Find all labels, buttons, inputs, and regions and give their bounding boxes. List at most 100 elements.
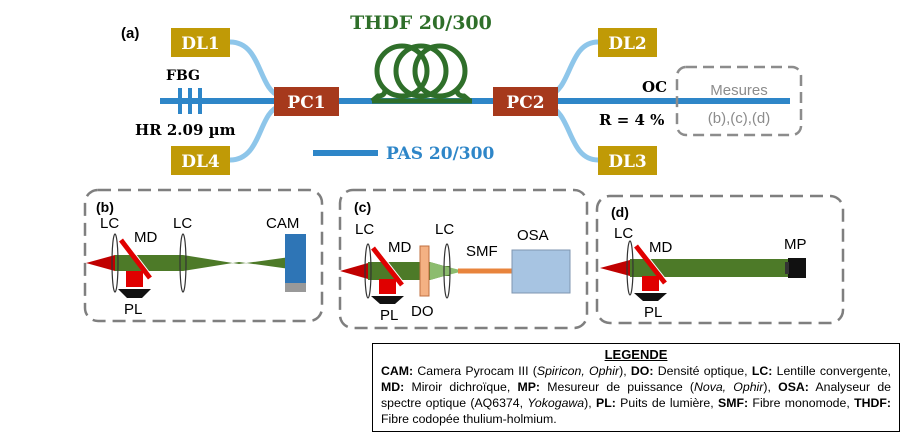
legend-term-cam: CAM: bbox=[381, 364, 414, 378]
diode-dl3-label: DL3 bbox=[608, 152, 647, 172]
legend-term-lc: LC: bbox=[751, 364, 773, 378]
measures-sub: (b),(c),(d) bbox=[708, 110, 771, 127]
legend-desc-lc: Lentille convergente, bbox=[772, 364, 891, 378]
legend-desc-mp: Mesureur de puissance ( bbox=[540, 380, 694, 394]
panel-c-lc1-label: LC bbox=[355, 221, 374, 238]
panel-b-camera bbox=[285, 234, 306, 283]
panel-c-lens-1 bbox=[364, 243, 372, 299]
oc-label: OC bbox=[642, 78, 667, 96]
panel-a: DL1 DL4 DL2 DL3 PC1 PC2 (a) THDF 20/300 … bbox=[121, 12, 803, 175]
panel-c-lens-2 bbox=[443, 243, 451, 299]
legend-sep-3: ), bbox=[584, 396, 597, 410]
panel-d-beam-main bbox=[630, 259, 788, 277]
panel-d-power-meter-front bbox=[785, 262, 789, 274]
panel-b-beam bbox=[86, 255, 115, 271]
panel-c-osa-label: OSA bbox=[517, 227, 549, 244]
panel-b-beam-main bbox=[115, 255, 290, 271]
panel-c-beam bbox=[340, 263, 368, 279]
panel-b-lens-1 bbox=[111, 233, 119, 293]
panel-b-camera-base bbox=[285, 283, 306, 292]
legend-term-pl: PL: bbox=[596, 396, 616, 410]
panel-c-label: (c) bbox=[354, 199, 371, 215]
panel-b-lc1-label: LC bbox=[100, 215, 119, 232]
legend-brand-mp: Nova, Ophir bbox=[693, 380, 764, 394]
legend-desc-md: Miroir dichroïque, bbox=[404, 380, 518, 394]
panel-d-power-meter bbox=[788, 258, 806, 278]
combiner-pc2 bbox=[493, 87, 558, 116]
diode-dl1-label: DL1 bbox=[181, 34, 220, 54]
legend-title: LEGENDE bbox=[604, 347, 668, 362]
panel-c-reflected bbox=[379, 279, 396, 294]
panel-c: (c) LC MD LC SMF OSA PL DO bbox=[338, 188, 589, 330]
panel-c-pl-label: PL bbox=[380, 307, 398, 324]
legend-box: LEGENDE CAM: Camera Pyrocam III (Spirico… bbox=[372, 343, 900, 432]
panel-b-dichroic bbox=[119, 238, 152, 280]
legend-term-mp: MP: bbox=[517, 380, 541, 394]
legend-desc-osa: Analyseur de spectre optique (AQ6374, bbox=[381, 380, 891, 410]
legend-term-smf: SMF: bbox=[718, 396, 749, 410]
diode-dl1 bbox=[171, 28, 230, 57]
combiner-pc1-label: PC1 bbox=[287, 93, 325, 113]
legend-term-md: MD: bbox=[381, 380, 405, 394]
panel-b-cam-label: CAM bbox=[266, 215, 299, 232]
legend-sep-1: ), bbox=[619, 364, 631, 378]
panel-d-light-sink bbox=[634, 293, 667, 301]
measures-box bbox=[675, 65, 803, 137]
panel-b-light-sink bbox=[118, 289, 151, 298]
panel-c-beam-light bbox=[430, 262, 460, 280]
panel-b-dichroic-edge bbox=[123, 238, 154, 278]
legend-text: CAM: Camera Pyrocam III (Spiricon, Ophir… bbox=[381, 363, 891, 427]
legend-brand-osa: Yokogawa bbox=[527, 396, 585, 410]
panel-b-md-label: MD bbox=[134, 229, 157, 246]
legend-desc-thdf: Fibre codopée thulium-holmium. bbox=[381, 412, 557, 426]
legend-term-osa: OSA: bbox=[778, 380, 809, 394]
combiner-pc2-label: PC2 bbox=[506, 93, 544, 113]
panel-b-lc2-label: LC bbox=[173, 215, 192, 232]
diode-dl2-label: DL2 bbox=[608, 34, 647, 54]
panel-b-pl-label: PL bbox=[124, 301, 142, 318]
panel-b-lens-2 bbox=[179, 233, 187, 293]
legend-term-do: DO: bbox=[630, 364, 654, 378]
diode-dl3 bbox=[598, 146, 657, 175]
panel-d-frame bbox=[595, 194, 845, 325]
panel-d-pl-label: PL bbox=[644, 304, 662, 321]
legend-brand-cam: Spiricon, Ophir bbox=[536, 364, 620, 378]
legend-sep-2: ), bbox=[763, 380, 779, 394]
panel-d-dichroic-edge bbox=[638, 244, 669, 283]
panel-c-smf-label: SMF bbox=[466, 243, 498, 260]
fbg-grating bbox=[178, 88, 202, 114]
panel-d-md-label: MD bbox=[649, 239, 672, 256]
fbg-label: FBG bbox=[166, 68, 200, 84]
hr-label: HR 2.09 µm bbox=[135, 121, 236, 139]
panel-a-label: (a) bbox=[121, 25, 139, 42]
panel-d-beam bbox=[600, 260, 630, 276]
panel-c-osa bbox=[511, 249, 571, 294]
panel-b-frame bbox=[83, 188, 324, 323]
legend-desc-pl: Puits de lumière, bbox=[615, 396, 719, 410]
panel-c-light-sink bbox=[371, 296, 404, 304]
combiner-pc1 bbox=[274, 87, 339, 116]
panel-c-md-label: MD bbox=[388, 239, 411, 256]
panel-c-dichroic bbox=[371, 246, 404, 287]
panel-d-dichroic bbox=[634, 244, 667, 285]
reflectivity-label: R = 4 % bbox=[599, 111, 664, 129]
legend-desc-smf: Fibre monomode, bbox=[748, 396, 855, 410]
panel-d-lc-label: LC bbox=[614, 225, 633, 242]
panel-c-do-label: DO bbox=[411, 303, 434, 320]
panel-b: (b) LC MD LC CAM PL bbox=[83, 188, 324, 323]
panel-b-label: (b) bbox=[96, 199, 114, 215]
legend-desc-do: Densité optique, bbox=[653, 364, 752, 378]
legend-desc-cam: Camera Pyrocam III ( bbox=[413, 364, 537, 378]
pump-fiber-dl1 bbox=[229, 39, 282, 99]
panel-d-label: (d) bbox=[611, 204, 629, 220]
thdf-coil bbox=[370, 43, 472, 104]
panel-d-reflected bbox=[642, 276, 659, 291]
panel-c-density-filter bbox=[419, 245, 430, 297]
diode-dl2 bbox=[598, 28, 657, 57]
panel-d-mp-label: MP bbox=[784, 236, 807, 253]
legend-term-thdf: THDF: bbox=[854, 396, 891, 410]
pump-fiber-dl4 bbox=[229, 103, 282, 163]
thdf-title: THDF 20/300 bbox=[350, 12, 492, 34]
panel-d-lens bbox=[626, 240, 634, 296]
